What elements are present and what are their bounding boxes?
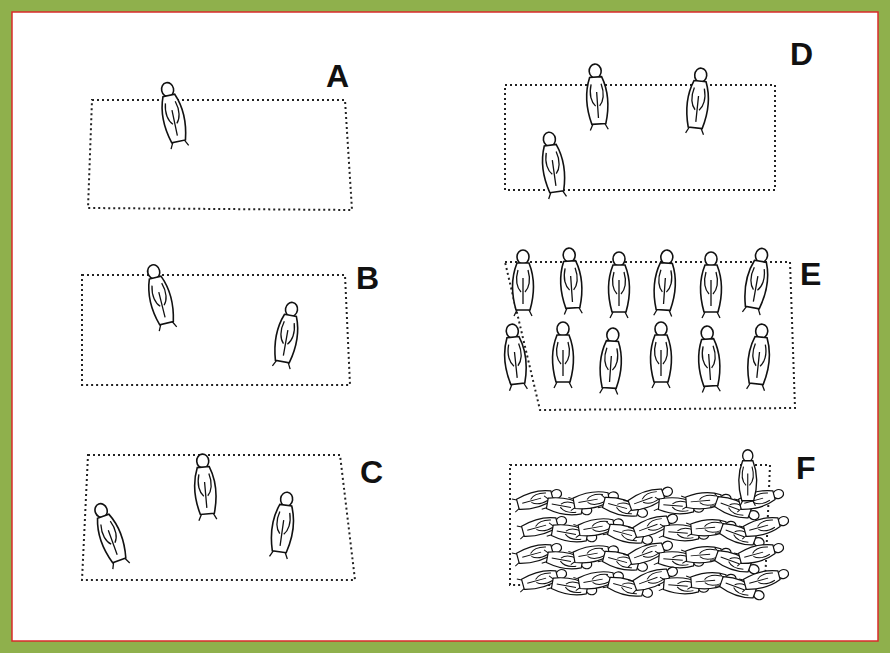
people-a <box>156 81 190 150</box>
person <box>741 247 773 316</box>
floor-outlines <box>82 85 795 585</box>
person <box>696 325 721 392</box>
person <box>598 327 623 394</box>
people-e <box>501 247 772 395</box>
panel-letter: B <box>356 262 379 294</box>
crowd-row <box>517 563 791 604</box>
person <box>89 500 131 569</box>
people-f <box>512 450 791 604</box>
floor-outline-c <box>82 455 355 580</box>
panel-letter: E <box>800 258 821 290</box>
panel-letter: A <box>326 60 349 92</box>
panel-letter: F <box>796 452 816 484</box>
person <box>271 301 303 370</box>
person <box>652 249 677 316</box>
person <box>553 322 574 388</box>
floor-outline-b <box>82 275 350 385</box>
person <box>701 252 722 318</box>
inner-border <box>12 12 878 641</box>
person <box>192 453 218 521</box>
people-c <box>89 453 298 569</box>
person <box>558 247 583 314</box>
panel-letter: C <box>360 456 383 488</box>
person <box>584 63 609 130</box>
person <box>745 323 772 391</box>
people-d <box>538 63 711 199</box>
person <box>501 323 528 391</box>
person <box>156 81 190 150</box>
floor-outline-a <box>88 100 352 210</box>
person <box>142 263 178 332</box>
person <box>268 491 297 559</box>
panel-letter: D <box>790 38 813 70</box>
person <box>684 67 711 135</box>
person <box>651 322 672 388</box>
person <box>609 252 630 318</box>
person <box>513 250 534 316</box>
person <box>538 131 567 199</box>
person <box>739 450 756 506</box>
people-b <box>142 263 303 370</box>
